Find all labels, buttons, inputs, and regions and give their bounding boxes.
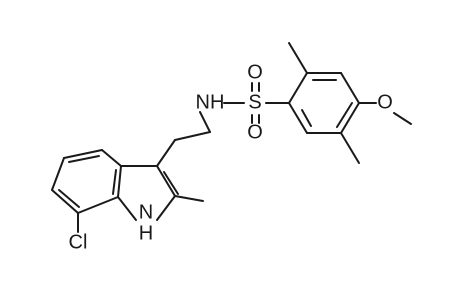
bond [117, 165, 122, 198]
bond [340, 132, 360, 164]
bond [340, 102, 360, 134]
bond [117, 196, 137, 221]
bond [77, 196, 119, 214]
bond [156, 195, 176, 221]
bond [288, 72, 308, 104]
bond [336, 102, 353, 128]
bond [301, 109, 312, 127]
atom-indole-n: N [139, 201, 153, 223]
atom-oxygen-bottom: O [247, 121, 263, 143]
bond [174, 195, 204, 202]
bond [288, 102, 308, 134]
atom-oxygen-methoxy: O [377, 91, 393, 113]
bond [288, 42, 308, 74]
atom-indole-h: H [139, 222, 153, 244]
bond [199, 111, 211, 133]
bond [393, 112, 412, 125]
bond [51, 189, 79, 214]
atom-labels: NH S O O O Cl N H [69, 61, 393, 253]
bond [112, 169, 117, 195]
bond [174, 131, 211, 141]
atom-oxygen-top: O [247, 61, 263, 83]
bonds [51, 42, 412, 233]
atom-nh-amide: NH [196, 91, 225, 113]
bond [156, 139, 176, 167]
bond [163, 171, 179, 195]
atom-sulfur: S [248, 91, 261, 113]
bond [340, 72, 360, 104]
bond [68, 155, 100, 163]
bond [63, 149, 103, 159]
bond [156, 165, 176, 197]
bond [101, 149, 122, 167]
bond [58, 189, 80, 208]
bond [51, 157, 65, 191]
atom-chlorine: Cl [69, 231, 88, 253]
